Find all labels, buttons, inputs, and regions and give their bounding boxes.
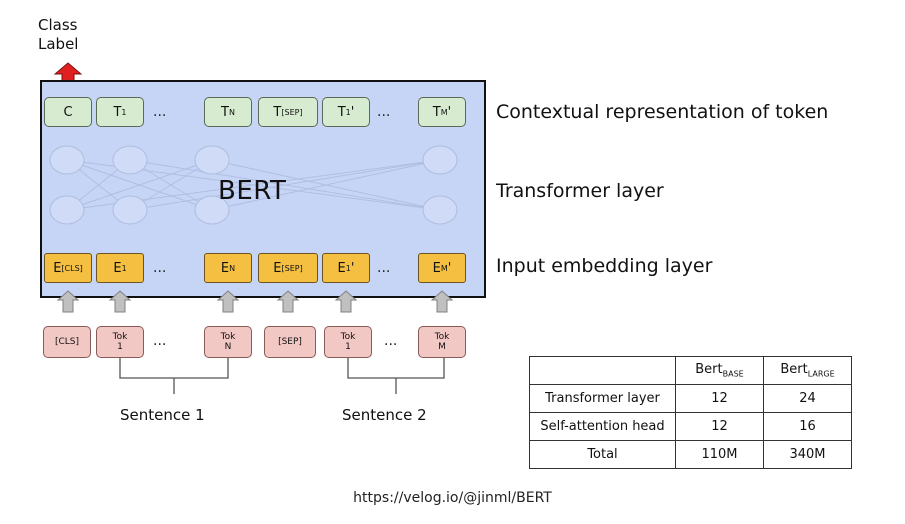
- embedding-token-cls: E[CLS]: [44, 253, 92, 283]
- table-cell: 24: [763, 384, 852, 413]
- output-token-c: C: [44, 97, 92, 127]
- embedding-ellipsis-1: ...: [153, 260, 167, 276]
- table-cell: 12: [675, 384, 764, 413]
- input-ellipsis-1: ...: [153, 333, 167, 349]
- up-arrow-icon: [334, 290, 358, 313]
- table-row: Transformer layer 12 24: [529, 384, 852, 413]
- up-arrow-icon: [276, 290, 300, 313]
- table-header-empty: [529, 356, 676, 385]
- sentence-2-label: Sentence 2: [342, 406, 427, 424]
- input-ellipsis-2: ...: [384, 333, 398, 349]
- input-token-sep: [SEP]: [264, 326, 316, 358]
- embedding-ellipsis-2: ...: [377, 260, 391, 276]
- transformer-network: [49, 145, 458, 225]
- up-arrow-icon: [108, 290, 132, 313]
- embedding-label: Input embedding layer: [496, 255, 713, 277]
- table-cell: 110M: [675, 440, 764, 469]
- table-cell: Total: [529, 440, 676, 469]
- table-row: Self-attention head 12 16: [529, 412, 852, 441]
- input-arrows: [56, 290, 454, 313]
- sentence-brackets: [119, 358, 445, 394]
- bert-config-table: BertBASE BertLARGE Transformer layer 12 …: [529, 356, 852, 469]
- source-caption: https://velog.io/@jinml/BERT: [353, 490, 552, 506]
- bert-title: BERT: [218, 176, 287, 206]
- sentence-1-label: Sentence 1: [120, 406, 205, 424]
- output-ellipsis-1: ...: [153, 104, 167, 120]
- table-cell: 340M: [763, 440, 852, 469]
- input-token-cls: [CLS]: [43, 326, 91, 358]
- class-label: Class Label: [38, 16, 78, 54]
- up-arrow-icon: [216, 290, 240, 313]
- sentence-2-bracket: [347, 358, 445, 379]
- sentence-1-bracket: [119, 358, 229, 379]
- class-label-line2: Label: [38, 35, 79, 53]
- up-arrow-icon: [430, 290, 454, 313]
- output-ellipsis-2: ...: [377, 104, 391, 120]
- table-cell: Transformer layer: [529, 384, 676, 413]
- table-cell: 16: [763, 412, 852, 441]
- table-header-row: BertBASE BertLARGE: [529, 356, 852, 385]
- table-header-base: BertBASE: [675, 356, 764, 385]
- output-token-tsep: T[SEP]: [258, 97, 318, 127]
- table-cell: Self-attention head: [529, 412, 676, 441]
- up-arrow-icon: [56, 290, 80, 313]
- table-row: Total 110M 340M: [529, 440, 852, 469]
- contextual-label: Contextual representation of token: [496, 101, 829, 123]
- embedding-token-sep: E[SEP]: [258, 253, 318, 283]
- table-header-large: BertLARGE: [763, 356, 852, 385]
- class-label-line1: Class: [38, 16, 78, 34]
- transformer-label: Transformer layer: [496, 180, 664, 202]
- table-cell: 12: [675, 412, 764, 441]
